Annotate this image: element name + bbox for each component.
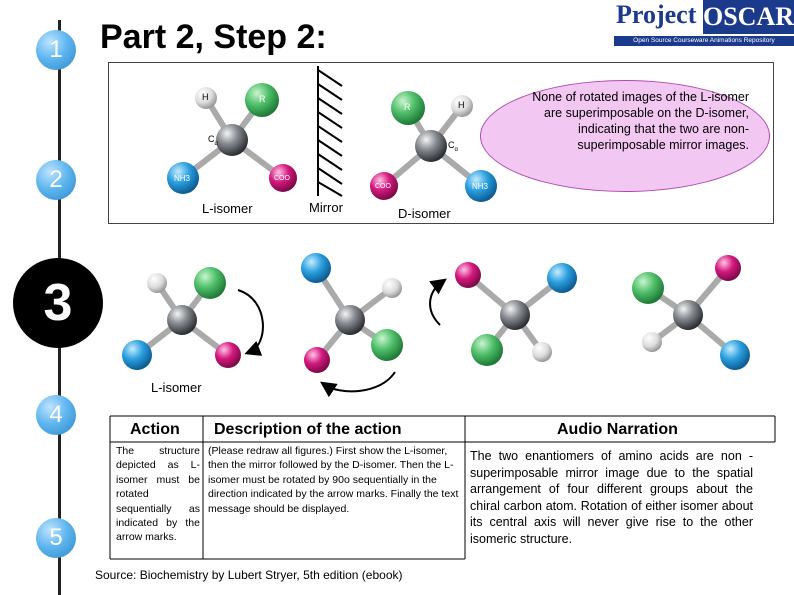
r-group-atom (245, 83, 279, 117)
step-4-badge: 4 (36, 395, 76, 435)
atom-label-coo: COO (274, 175, 290, 182)
d-atom-label-r: R (404, 102, 411, 112)
atom-label-nh3: NH3 (174, 174, 191, 183)
logo-word-oscar: OSCAR (703, 0, 794, 34)
project-oscar-logo: Project OSCAR Open Source Courseware Ani… (608, 0, 794, 48)
atom-label-calpha: Cα (208, 134, 218, 147)
d-atom-label-h: H (458, 100, 465, 110)
nh3-atom (167, 162, 199, 194)
description-header: Description of the action (214, 421, 402, 438)
page-title: Part 2, Step 2: (100, 18, 327, 56)
rotation-molecule-1 (122, 267, 241, 370)
molecule-panel-frame (108, 62, 774, 224)
rotation-molecule-2 (301, 253, 403, 373)
audio-header: Audio Narration (557, 421, 678, 438)
logo-tagline: Open Source Courseware Animations Reposi… (614, 36, 794, 46)
step-2-badge: 2 (36, 160, 76, 200)
coo-atom (269, 164, 297, 192)
rotation-arrow-1 (237, 289, 264, 356)
atom-label-r: R (259, 94, 266, 104)
rotation-arrow-3 (429, 278, 447, 326)
mirror-label: Mirror (309, 200, 343, 215)
carbon-atom (216, 124, 248, 156)
message-bubble (480, 80, 770, 192)
rotation-arrow-2 (320, 371, 396, 398)
action-cell: The structure depicted as L-isomer must … (116, 445, 200, 544)
step-5-badge: 5 (36, 518, 76, 558)
rotation-molecule-4 (632, 255, 750, 370)
description-cell: (Please redraw all figures.) First show … (208, 445, 459, 515)
d-isomer-molecule (370, 91, 497, 202)
rotation-molecule-3 (455, 262, 577, 366)
step-1-badge: 1 (36, 30, 76, 70)
logo-word-project: Project (616, 0, 697, 29)
step-3-badge: 3 (13, 258, 103, 348)
mirror-plane (317, 66, 343, 197)
l-isomer-bottom-label: L-isomer (151, 380, 202, 395)
atom-label-h: H (202, 92, 209, 102)
l-isomer-label: L-isomer (202, 201, 253, 216)
l-isomer-molecule (167, 83, 297, 194)
d-atom-label-coo: COO (375, 183, 391, 190)
d-atom-label-calpha: Cα (448, 140, 458, 153)
action-header: Action (130, 421, 180, 438)
source-citation: Source: Biochemistry by Lubert Stryer, 5… (95, 568, 403, 582)
d-atom-label-nh3: NH3 (472, 182, 489, 191)
hydrogen-atom (195, 87, 217, 109)
audio-narration-text: The two enantiomers of amino acids are n… (470, 449, 753, 546)
d-isomer-label: D-isomer (398, 206, 451, 221)
message-bubble-text: None of rotated images of the L-isomer a… (532, 90, 749, 152)
